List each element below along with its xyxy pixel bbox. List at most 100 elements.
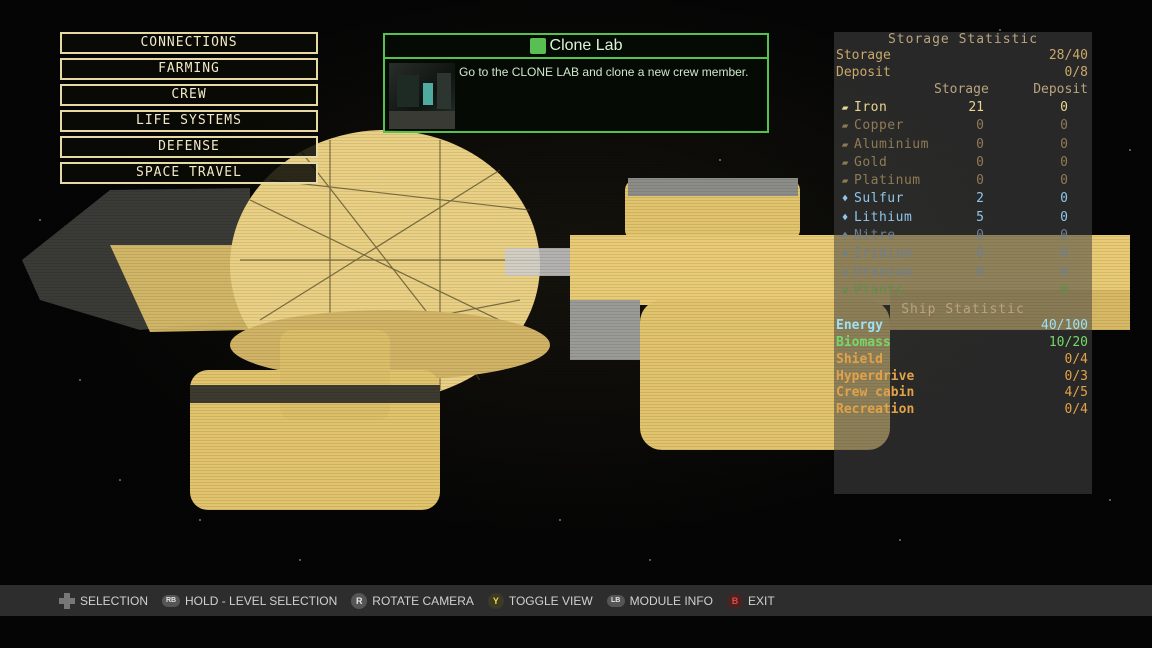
objective-title: Clone Lab	[549, 37, 623, 54]
ship-stat-label: Shield	[836, 351, 883, 367]
resource-column-headers: Storage Deposit	[834, 81, 1092, 99]
resource-deposit-value: 0	[1060, 209, 1068, 225]
resource-name: Nitre	[854, 228, 896, 244]
ore-icon: ▰	[841, 137, 849, 151]
statistics-panel: Storage Statistic Storage 28/40 Deposit …	[834, 32, 1092, 494]
crystal-icon: ♦	[841, 229, 849, 243]
deposit-value: 0/8	[1064, 65, 1088, 80]
plant-icon: ❦	[841, 283, 849, 297]
objective-header: Clone Lab	[385, 35, 767, 59]
resource-deposit-value: 0	[1060, 264, 1068, 280]
resource-name: Plants	[854, 282, 904, 298]
crystal-icon: ♦	[841, 210, 849, 224]
column-storage-header: Storage	[934, 82, 989, 97]
b-button-icon: B	[727, 592, 743, 609]
control-label: TOGGLE VIEW	[508, 593, 593, 608]
menu-item-life-systems[interactable]: LIFE SYSTEMS	[60, 110, 318, 132]
ship-stat-value: 0/4	[1064, 402, 1088, 418]
ship-stat-label: Crew cabin	[836, 385, 915, 401]
resource-name: Iridium	[854, 246, 913, 262]
controls-bar: SELECTION RB HOLD - LEVEL SELECTION R RO…	[0, 585, 1152, 616]
resource-deposit-value: 0	[1060, 282, 1068, 298]
ship-statistic-title: Ship Statistic	[901, 302, 1025, 318]
control-module-info[interactable]: LB MODULE INFO	[606, 594, 713, 608]
ore-icon: ▰	[841, 119, 849, 133]
ship-stat-recreation: Recreation 0/4	[834, 401, 1092, 418]
control-label: ROTATE CAMERA	[372, 593, 474, 608]
resource-deposit-value: 0	[1060, 154, 1068, 170]
resource-name: Copper	[854, 118, 904, 134]
resource-name: Gold	[854, 154, 888, 170]
resource-row-nitre: ♦ Nitre 0 0	[834, 227, 1092, 245]
clone-lab-thumbnail	[389, 63, 455, 129]
resource-storage-value: 0	[976, 136, 984, 152]
resource-name: Lithium	[854, 209, 913, 225]
ship-stat-label: Recreation	[836, 402, 915, 418]
ship-stat-label: Biomass	[836, 335, 891, 351]
resource-row-platinum: ▰ Platinum 0 0	[834, 172, 1092, 190]
menu-item-space-travel[interactable]: SPACE TRAVEL	[60, 162, 318, 184]
menu-item-farming[interactable]: FARMING	[60, 58, 318, 80]
resource-name: Platinum	[854, 173, 921, 189]
storage-statistic-title: Storage Statistic	[887, 32, 1039, 47]
resource-deposit-value: 0	[1060, 228, 1068, 244]
control-exit[interactable]: B EXIT	[727, 592, 775, 609]
objective-status-icon	[529, 38, 546, 54]
storage-summary-row: Storage 28/40	[834, 47, 1092, 64]
rb-button-icon: RB	[162, 594, 181, 607]
resource-name: Aluminium	[854, 136, 929, 152]
resource-storage-value: 0	[976, 228, 984, 244]
control-label: SELECTION	[80, 593, 149, 608]
ship-stat-label: Hyperdrive	[836, 368, 915, 384]
ore-icon: ▰	[841, 101, 849, 114]
right-stick-icon: R	[351, 592, 368, 609]
resource-deposit-value: 0	[1060, 173, 1068, 189]
menu-item-connections[interactable]: CONNECTIONS	[60, 32, 318, 54]
resource-row-lithium: ♦ Lithium 5 0	[834, 209, 1092, 227]
menu-item-defense[interactable]: DEFENSE	[60, 136, 318, 158]
resource-row-aluminium: ▰ Aluminium 0 0	[834, 136, 1092, 154]
category-menu: CONNECTIONS FARMING CREW LIFE SYSTEMS DE…	[60, 32, 318, 188]
deposit-summary-row: Deposit 0/8	[834, 64, 1092, 81]
ore-icon: ▰	[841, 155, 849, 169]
control-toggle-view[interactable]: Y TOGGLE VIEW	[487, 592, 593, 609]
dpad-icon	[59, 592, 75, 609]
resource-storage-value: 2	[976, 191, 984, 207]
ship-stat-hyperdrive: Hyperdrive 0/3	[834, 368, 1092, 385]
y-button-icon: Y	[487, 592, 504, 609]
lb-button-icon: LB	[606, 594, 625, 607]
resource-storage-value: 5	[976, 209, 984, 225]
control-selection[interactable]: SELECTION	[58, 592, 148, 610]
resource-storage-value: 0	[976, 118, 984, 134]
control-rotate-camera[interactable]: R ROTATE CAMERA	[351, 592, 474, 609]
resource-deposit-value: 0	[1060, 100, 1068, 115]
ship-stat-value: 0/3	[1064, 368, 1088, 384]
ship-stat-value: 10/20	[1048, 335, 1088, 351]
resource-storage-value: 0	[976, 264, 984, 280]
ship-stat-value: 40/100	[1041, 318, 1088, 334]
control-level-selection[interactable]: RB HOLD - LEVEL SELECTION	[162, 594, 337, 608]
storage-label: Storage	[836, 48, 891, 63]
resource-storage-value: 0	[976, 173, 984, 189]
control-label: HOLD - LEVEL SELECTION	[185, 593, 338, 608]
storage-value: 28/40	[1048, 48, 1088, 63]
objective-panel: Clone Lab Go to the CLONE LAB and clone …	[383, 33, 769, 133]
crystal-icon: ♦	[841, 192, 849, 206]
ore-icon: ▰	[841, 174, 849, 188]
menu-item-crew[interactable]: CREW	[60, 84, 318, 106]
resource-storage-value: 21	[968, 100, 984, 115]
resource-storage-value: 0	[976, 154, 984, 170]
resource-deposit-value: 0	[1060, 136, 1068, 152]
radiation-icon: ☢	[841, 265, 849, 279]
resource-row-plants: ❦ Plants 0	[834, 282, 1092, 300]
